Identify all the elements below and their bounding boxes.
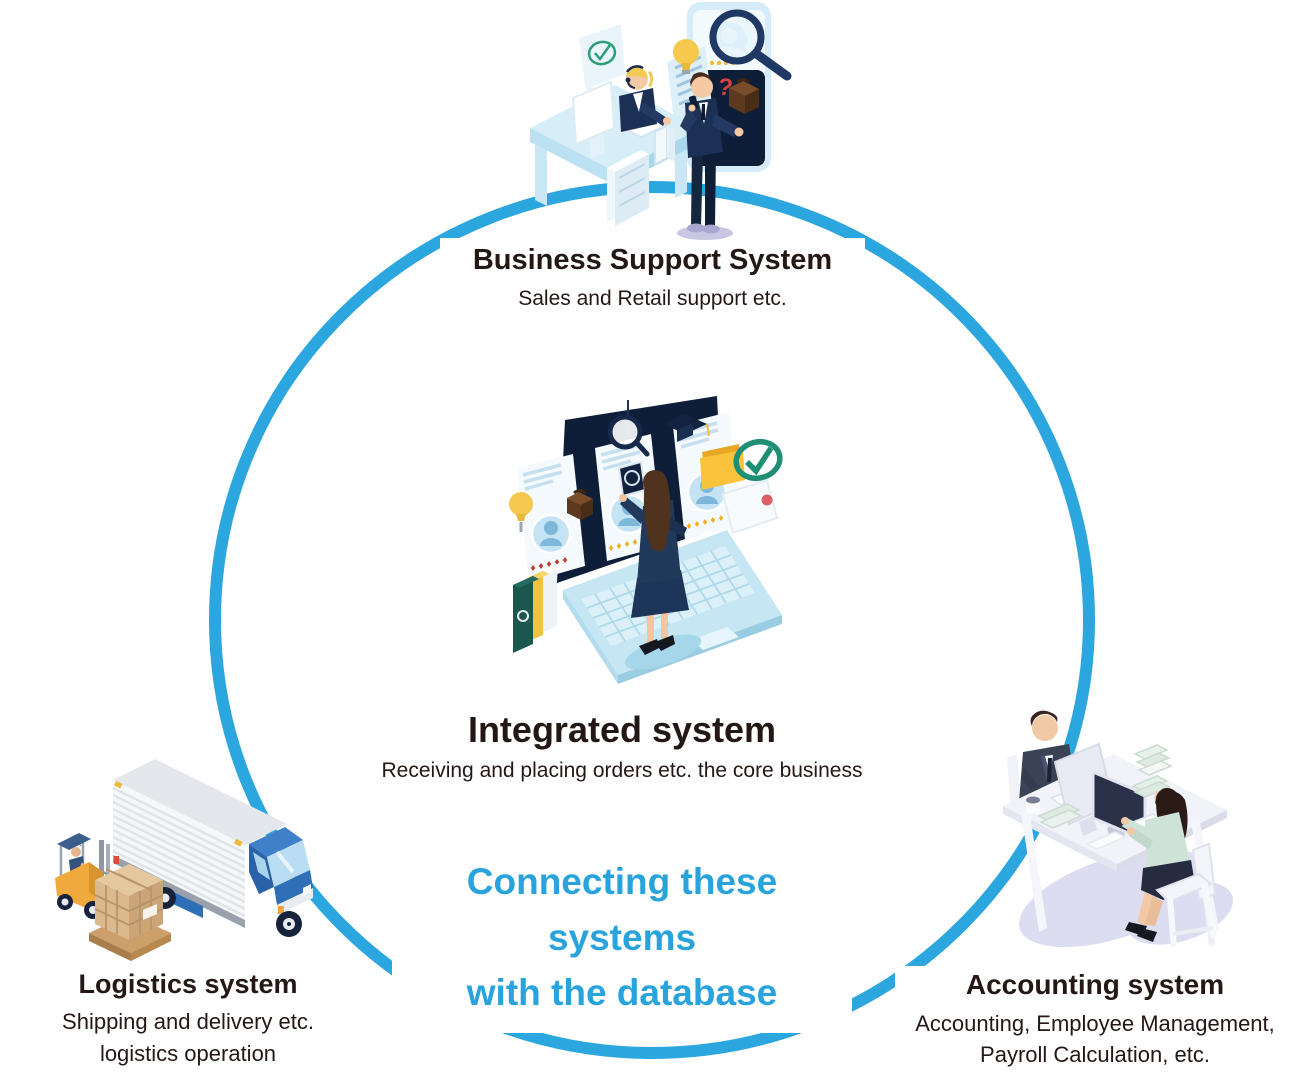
coffee-cup bbox=[1026, 796, 1040, 814]
envelope-icon bbox=[721, 478, 779, 535]
logistics-label: Logistics system Shipping and delivery e… bbox=[30, 966, 346, 1072]
accounting-subtitle: Accounting, Employee Management, Payroll… bbox=[915, 1010, 1275, 1068]
accounting-title: Accounting system bbox=[965, 969, 1225, 1000]
briefcase-icon bbox=[729, 78, 759, 114]
check-circle-icon bbox=[733, 438, 783, 482]
business-support-label: Business Support System Sales and Retail… bbox=[440, 238, 865, 325]
accounting-illustration bbox=[1003, 710, 1234, 948]
accounting-label: Accounting system Accounting, Employee M… bbox=[895, 966, 1295, 1072]
lightbulb-icon bbox=[509, 492, 533, 532]
briefcase-icon bbox=[567, 489, 593, 520]
logistics-title: Logistics system bbox=[78, 969, 298, 999]
business-support-illustration: ? bbox=[530, 2, 792, 240]
cargo-boxes bbox=[89, 864, 171, 961]
magnifier-icon bbox=[709, 9, 792, 81]
id-badge-icon bbox=[617, 460, 647, 498]
receptionist-with-headset bbox=[619, 65, 671, 132]
desktop-monitor bbox=[571, 80, 616, 158]
business-support-title: Business Support System bbox=[472, 244, 833, 276]
integrated-system-title: Integrated system bbox=[467, 709, 777, 750]
center-message-line1: Connecting these systems bbox=[466, 861, 778, 958]
logistics-illustration bbox=[55, 759, 313, 961]
center-message: Connecting these systems with the databa… bbox=[392, 846, 852, 1033]
graduation-cap-icon bbox=[663, 414, 710, 442]
desk-binders bbox=[654, 124, 675, 166]
profile-card-1 bbox=[517, 454, 585, 582]
paper-stacks bbox=[1037, 744, 1173, 850]
woman-operator bbox=[619, 470, 702, 670]
businessman-on-phone bbox=[677, 72, 744, 240]
touchpad bbox=[691, 627, 739, 650]
accountant-woman bbox=[1121, 788, 1217, 948]
check-bubble-icon bbox=[579, 24, 625, 96]
center-message-line2: with the database bbox=[466, 972, 778, 1013]
integrated-system-illustration bbox=[509, 396, 783, 684]
magnifier-icon bbox=[607, 414, 650, 457]
integrated-system-subtitle: Receiving and placing orders etc. the co… bbox=[381, 759, 863, 783]
floor-binders bbox=[513, 564, 563, 653]
logistics-subtitle: Shipping and delivery etc. logistics ope… bbox=[62, 1009, 314, 1067]
business-support-subtitle: Sales and Retail support etc. bbox=[518, 286, 787, 310]
lightbulb-icon bbox=[673, 39, 699, 74]
integrated-system-label: Integrated system Receiving and placing … bbox=[362, 702, 882, 794]
